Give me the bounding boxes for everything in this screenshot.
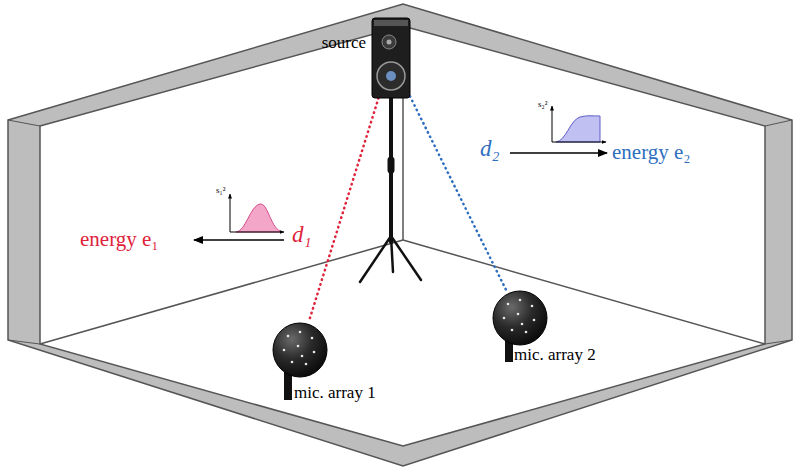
wall-frame — [8, 4, 792, 466]
mapping-arrow — [194, 239, 284, 241]
frame-edge — [765, 340, 792, 344]
energy-label: energy e₁ — [80, 228, 159, 251]
frame-edge — [8, 120, 40, 126]
sphere-body — [272, 322, 328, 378]
frame-edge — [765, 120, 792, 126]
distance-label: d₂ — [480, 136, 500, 161]
node-label: mic. array 2 — [514, 346, 596, 365]
energy-plot — [552, 106, 606, 142]
energy-label: energy e₂ — [612, 141, 691, 164]
axis-label: s₁² — [216, 186, 225, 196]
node-label: source — [322, 34, 366, 53]
microphone-array: mic. array 2 — [492, 290, 548, 346]
microphone-array: mic. array 1 — [272, 322, 328, 378]
frame-edge — [8, 340, 40, 344]
mapping-arrow — [510, 152, 607, 154]
floor-edge — [403, 240, 765, 344]
distance-line — [410, 96, 507, 291]
loudspeaker: source — [372, 18, 410, 98]
floor-edge — [40, 240, 403, 344]
distance-label: d₁ — [292, 222, 312, 247]
energy-plot — [230, 194, 284, 232]
speaker-body — [372, 18, 410, 98]
node-label: mic. array 1 — [294, 384, 376, 403]
sphere-body — [492, 290, 548, 346]
axis-label: s₂² — [538, 100, 547, 110]
mic-stand — [284, 372, 292, 400]
distance-line — [309, 98, 379, 321]
